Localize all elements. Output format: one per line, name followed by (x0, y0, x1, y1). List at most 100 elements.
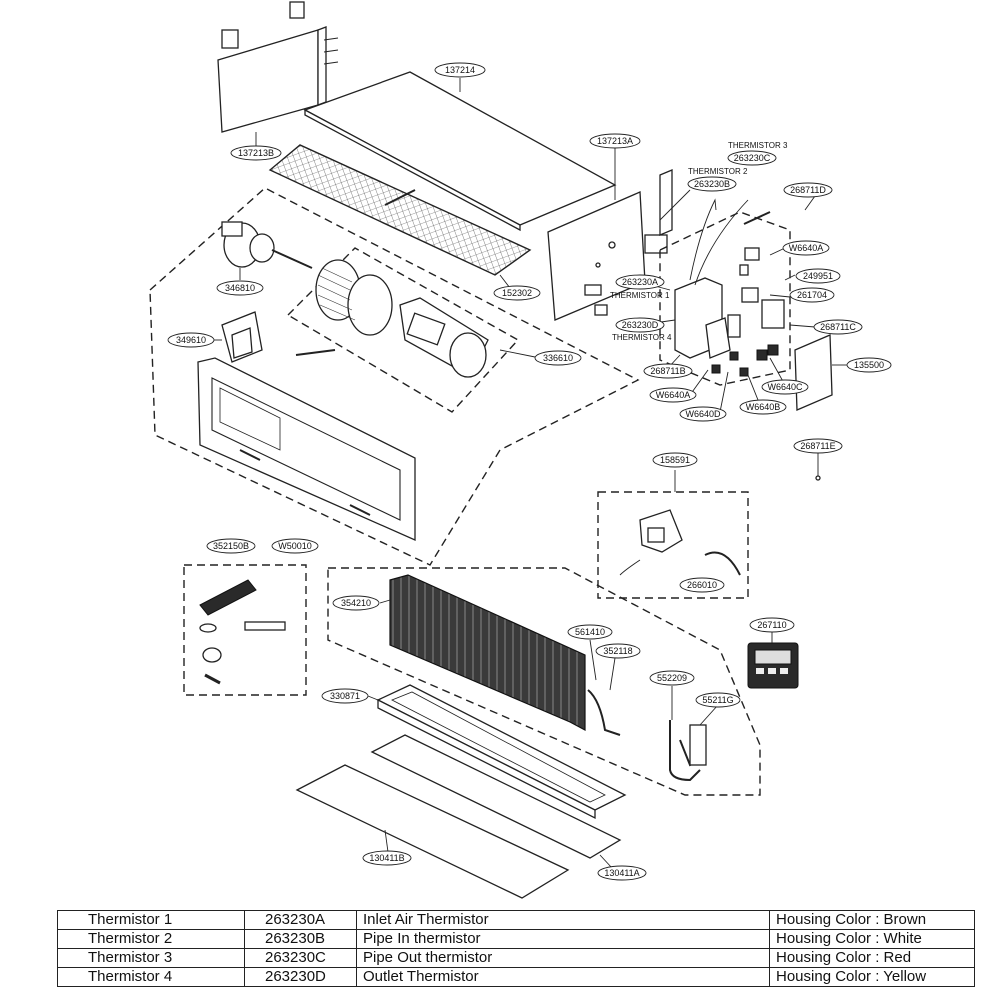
legend-row: Thermistor 2 263230B Pipe In thermistor … (57, 929, 975, 949)
callout-W6640B: W6640B (739, 399, 787, 415)
svg-text:152302: 152302 (502, 288, 532, 298)
screw-268711E (815, 452, 821, 481)
svg-text:263230C: 263230C (734, 153, 771, 163)
motor-346810 (221, 221, 313, 280)
svg-text:336610: 336610 (543, 353, 573, 363)
callout-349610: 349610 (167, 332, 215, 348)
drain-pump-boundary (597, 491, 749, 599)
svg-text:THERMISTOR 3: THERMISTOR 3 (728, 141, 788, 150)
svg-text:W6640A: W6640A (789, 243, 824, 253)
side-panel-137213B (217, 1, 339, 148)
svg-text:W6640A: W6640A (656, 390, 691, 400)
accessory-kit (199, 579, 286, 685)
svg-text:352118: 352118 (603, 646, 632, 656)
fan-subassembly-boundary (287, 247, 520, 413)
svg-text:263230D: 263230D (622, 320, 659, 330)
thermistor-housing-color: Housing Color : Yellow (769, 967, 975, 987)
thermistor-part-number: 263230D (244, 967, 357, 987)
callout-152302: 152302 (493, 285, 541, 301)
cover-plate-135500 (794, 334, 848, 411)
top-panel-137214 (303, 71, 617, 232)
fan-housing-336610 (399, 297, 536, 378)
thermistor-name: Thermistor 2 (57, 929, 245, 949)
callout-W50010: W50010 (271, 538, 319, 554)
bottom-panel-130411B (295, 764, 570, 899)
svg-text:354210: 354210 (341, 598, 371, 608)
svg-text:261704: 261704 (797, 290, 827, 300)
heat-exchanger-boundary (327, 567, 761, 796)
thermistor-housing-color: Housing Color : Red (769, 948, 975, 968)
accessory-kit-boundary (183, 564, 307, 696)
svg-text:55211G: 55211G (702, 695, 733, 705)
thermistor-part-number: 263230C (244, 948, 357, 968)
thermistor-housing-color: Housing Color : White (769, 929, 975, 949)
svg-text:552209: 552209 (657, 673, 687, 683)
thermistor-legend-table: Thermistor 1 263230A Inlet Air Thermisto… (57, 910, 975, 987)
svg-text:137213B: 137213B (238, 148, 274, 158)
svg-text:THERMISTOR 2: THERMISTOR 2 (688, 167, 748, 176)
svg-text:268711E: 268711E (800, 441, 835, 451)
heat-exchanger-354210 (379, 574, 586, 731)
svg-text:268711D: 268711D (790, 185, 826, 195)
svg-text:137214: 137214 (445, 65, 475, 75)
callout-249951: 249951 (795, 268, 841, 284)
front-frame (197, 357, 416, 541)
thermistor-part-number: 263230A (244, 910, 357, 930)
callout-268711D: 268711D (783, 182, 833, 198)
control-box (674, 198, 785, 377)
svg-text:352150B: 352150B (213, 541, 249, 551)
bottom-panel-130411A (370, 734, 622, 869)
callout-W6640D: W6640D (679, 406, 727, 422)
callout-thermistor-3: THERMISTOR 3 263230C (727, 141, 788, 166)
callout-W6640A-top: W6640A (782, 240, 830, 256)
callout-thermistor-2: THERMISTOR 2 263230B (687, 167, 748, 192)
thermistor-part-number: 263230B (244, 929, 357, 949)
svg-text:561410: 561410 (575, 627, 605, 637)
callout-137213A: 137213A (589, 133, 641, 149)
svg-text:130411A: 130411A (604, 868, 639, 878)
callout-W6640C: W6640C (761, 379, 809, 395)
legend-row: Thermistor 1 263230A Inlet Air Thermisto… (57, 910, 975, 930)
fan-wheel (315, 259, 393, 336)
thermistor-name: Thermistor 4 (57, 967, 245, 987)
callout-352150B: 352150B (206, 538, 256, 554)
callout-552209: 552209 (649, 670, 695, 686)
callout-130411A: 130411A (597, 865, 647, 881)
svg-text:158591: 158591 (660, 455, 690, 465)
svg-text:130411B: 130411B (369, 853, 404, 863)
svg-text:W6640D: W6640D (685, 409, 721, 419)
callout-137214: 137214 (434, 62, 486, 78)
back-panel-137213A (547, 148, 673, 321)
callout-268711E: 268711E (793, 438, 843, 454)
thermistor-name: Thermistor 3 (57, 948, 245, 968)
thermistor-name: Thermistor 1 (57, 910, 245, 930)
svg-text:135500: 135500 (854, 360, 884, 370)
callout-130411B: 130411B (362, 850, 412, 866)
callout-352118: 352118 (595, 643, 641, 659)
svg-text:W6640C: W6640C (767, 382, 803, 392)
callout-354210: 354210 (332, 595, 380, 611)
thermistor-description: Pipe In thermistor (356, 929, 770, 949)
thermistor-description: Pipe Out thermistor (356, 948, 770, 968)
callout-158591: 158591 (652, 452, 698, 468)
callout-330871: 330871 (321, 688, 369, 704)
svg-text:THERMISTOR 1: THERMISTOR 1 (610, 291, 670, 300)
svg-text:268711B: 268711B (650, 366, 685, 376)
thermistor-housing-color: Housing Color : Brown (769, 910, 975, 930)
callout-135500: 135500 (846, 357, 892, 373)
control-box-boundary (659, 211, 791, 386)
callout-346810: 346810 (216, 280, 264, 296)
callout-261704: 261704 (789, 287, 835, 303)
piping (587, 689, 707, 782)
callout-267110: 267110 (749, 617, 795, 633)
svg-text:267110: 267110 (757, 620, 786, 630)
motor-bracket-349610 (212, 311, 336, 363)
callout-55211G: 55211G (695, 692, 741, 708)
svg-text:W6640B: W6640B (746, 402, 781, 412)
legend-row: Thermistor 4 263230D Outlet Thermistor H… (57, 967, 975, 987)
callout-268711C: 268711C (813, 319, 863, 335)
drain-pump (619, 470, 741, 576)
svg-text:W50010: W50010 (278, 541, 312, 551)
svg-text:349610: 349610 (176, 335, 206, 345)
svg-text:249951: 249951 (803, 271, 833, 281)
